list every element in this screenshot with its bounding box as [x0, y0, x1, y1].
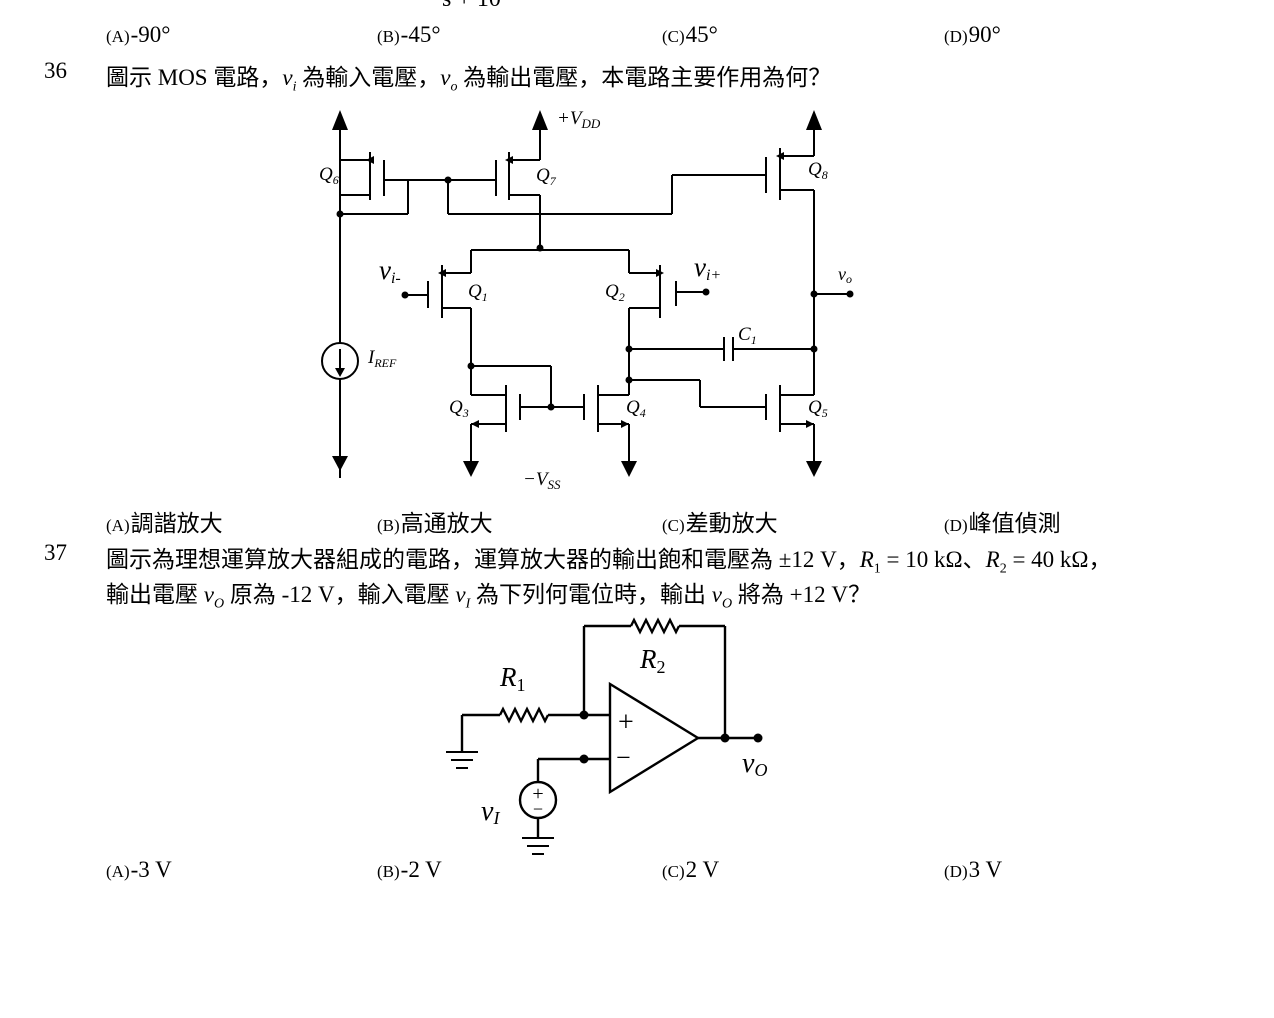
vi-minus-label: vi-: [379, 255, 401, 287]
inverting-minus-sign: −: [616, 743, 631, 772]
option-text: -3 V: [130, 857, 172, 882]
q5-label: Q5: [808, 397, 828, 420]
q8-label: Q8: [808, 159, 828, 182]
option-label: (D): [944, 27, 968, 46]
q6-label: Q6: [319, 164, 339, 187]
noninverting-plus-sign: +: [618, 707, 634, 738]
q7-label: Q7: [536, 165, 557, 188]
option-label: (C): [662, 862, 685, 881]
var-vi: v: [282, 65, 293, 90]
source-plus-sign: +: [532, 783, 543, 805]
sub: O: [213, 596, 225, 612]
q37-number: 37: [44, 540, 67, 565]
q4-label: Q4: [626, 397, 646, 420]
option-label: (A): [106, 862, 130, 881]
option-text: 峰值偵測: [968, 511, 1061, 536]
source-minus-sign: −: [533, 799, 543, 819]
q36-option-a[interactable]: (A)調諧放大: [106, 504, 223, 538]
q37-option-c[interactable]: (C)2 V: [662, 857, 719, 883]
stem-text: 輸出電壓: [106, 582, 204, 607]
sub: o: [450, 79, 458, 95]
option-text: -90°: [130, 22, 171, 47]
sub: i: [292, 79, 297, 95]
q35-option-c[interactable]: (C)45°: [662, 22, 718, 48]
vi-plus-label: vi+: [694, 252, 721, 284]
q37-stem-line1: 圖示為理想運算放大器組成的電路，運算放大器的輸出飽和電壓為 ±12 V，R1 =…: [106, 540, 1112, 578]
q35-option-a[interactable]: (A)-90°: [106, 22, 170, 48]
option-text: 90°: [968, 22, 1001, 47]
q2-label: Q2: [605, 281, 625, 304]
q3-label: Q3: [449, 397, 469, 420]
option-label: (B): [377, 27, 400, 46]
r1-label: R1: [499, 662, 526, 695]
q36-option-d[interactable]: (D)峰值偵測: [944, 504, 1061, 538]
var-vi: v: [455, 582, 466, 607]
option-text: -2 V: [400, 857, 442, 882]
q37-stem-line2: 輸出電壓 vO 原為 -12 V，輸入電壓 vI 為下列何電位時，輸出 vO 將…: [106, 575, 871, 613]
q36-option-b[interactable]: (B)高通放大: [377, 504, 493, 538]
q36-number: 36: [44, 58, 67, 83]
sub: 1: [873, 561, 881, 577]
stem-text: 為下列何電位時，輸出: [470, 582, 712, 607]
option-label: (C): [662, 516, 685, 535]
r2-label: R2: [639, 644, 666, 677]
mos-opamp-circuit: +VDD Q6 Q7 Q8 vi- vi+ Q1 Q2 vo C1 IREF Q…: [319, 108, 854, 492]
previous-question-fragment: s + 10: [442, 0, 501, 13]
option-text: 2 V: [685, 857, 720, 882]
iref-label: IREF: [367, 347, 397, 370]
q35-option-b[interactable]: (B)-45°: [377, 22, 441, 48]
option-text: 差動放大: [685, 511, 778, 536]
c1-label: C1: [738, 324, 757, 347]
option-label: (B): [377, 516, 400, 535]
var-vo: v: [711, 582, 722, 607]
stem-text: = 40 kΩ，: [1006, 547, 1112, 572]
stem-text: 原為 -12 V，輸入電壓: [224, 582, 456, 607]
stem-text: 為輸出電壓，本電路主要作用為何？: [457, 65, 832, 90]
var-r2: R: [985, 547, 1000, 572]
stem-text: = 10 kΩ、: [880, 547, 986, 572]
q36-stem: 圖示 MOS 電路，vi 為輸入電壓，vo 為輸出電壓，本電路主要作用為何？: [106, 58, 831, 96]
option-label: (D): [944, 516, 968, 535]
vdd-label: +VDD: [557, 108, 601, 131]
option-label: (B): [377, 862, 400, 881]
vo-label: vo: [838, 264, 852, 286]
q36-option-c[interactable]: (C)差動放大: [662, 504, 778, 538]
option-text: 調諧放大: [130, 511, 223, 536]
var-r1: R: [859, 547, 874, 572]
q35-option-d[interactable]: (D)90°: [944, 22, 1001, 48]
opamp-comparator-circuit: R1 R2 + − vO vI + −: [446, 617, 767, 855]
option-label: (D): [944, 862, 968, 881]
sub: 2: [999, 561, 1007, 577]
option-text: 3 V: [968, 857, 1003, 882]
q37-option-a[interactable]: (A)-3 V: [106, 857, 172, 883]
var-vo: v: [203, 582, 214, 607]
q1-label: Q1: [468, 281, 488, 304]
stem-text: 圖示為理想運算放大器組成的電路，運算放大器的輸出飽和電壓為 ±12 V，: [106, 547, 860, 572]
option-text: -45°: [400, 22, 441, 47]
option-label: (A): [106, 27, 130, 46]
sub: O: [721, 596, 733, 612]
var-vo: v: [440, 65, 451, 90]
stem-text: 為輸入電壓，: [296, 65, 441, 90]
stem-text: 將為 +12 V？: [732, 582, 871, 607]
q37-option-d[interactable]: (D)3 V: [944, 857, 1002, 883]
option-text: 高通放大: [400, 511, 493, 536]
option-text: 45°: [685, 22, 718, 47]
stem-text: 圖示 MOS 電路，: [106, 65, 283, 90]
vss-label: −VSS: [523, 469, 561, 492]
option-label: (A): [106, 516, 130, 535]
vi-label: vI: [481, 796, 500, 828]
option-label: (C): [662, 27, 685, 46]
q37-option-b[interactable]: (B)-2 V: [377, 857, 442, 883]
sub: I: [465, 596, 471, 612]
vo-label: vO: [742, 748, 767, 780]
